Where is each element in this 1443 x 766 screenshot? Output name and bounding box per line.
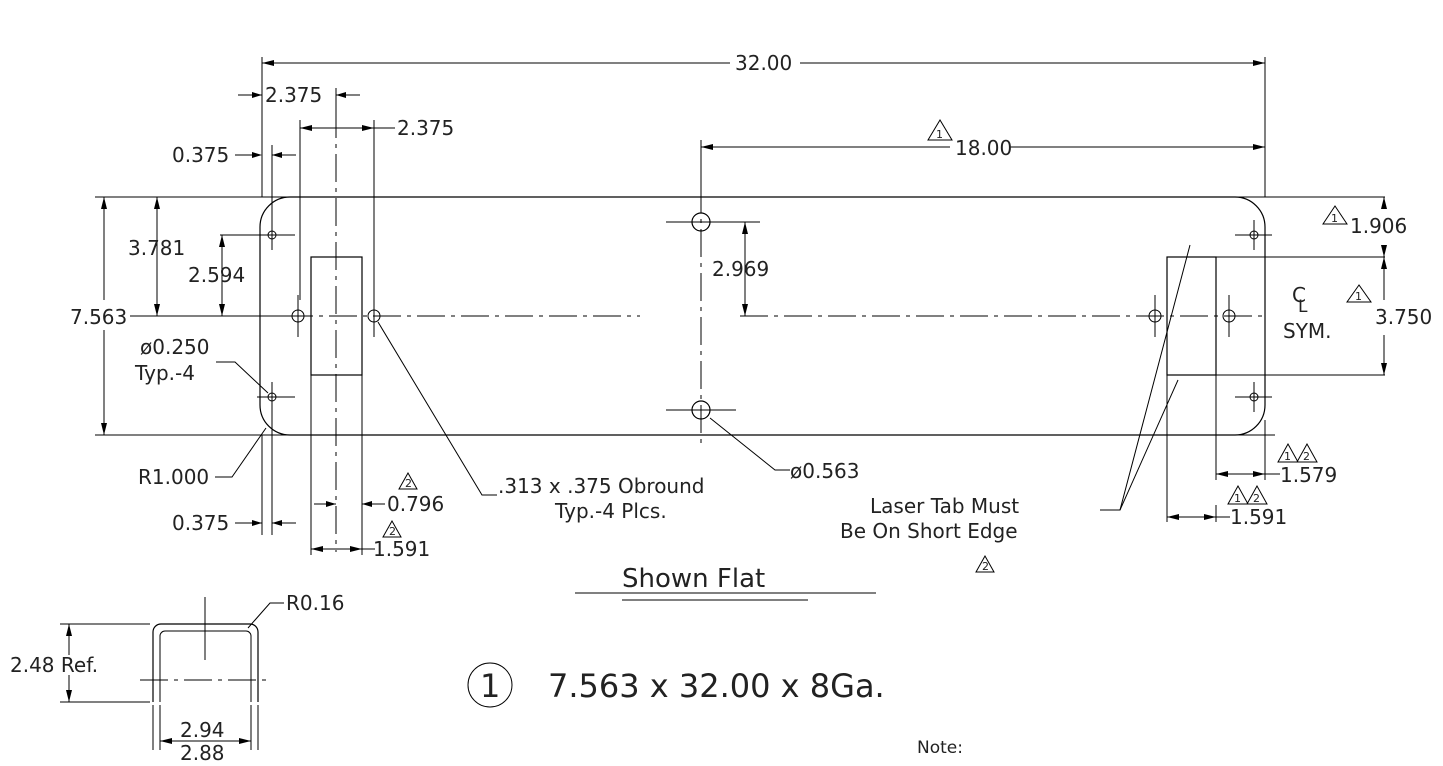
dim-hole-spacing: 2.375 — [397, 116, 454, 140]
part-description: 7.563 x 32.00 x 8Ga. — [548, 667, 885, 705]
dim-center-hole-spacing: 2.969 — [712, 257, 769, 281]
dim-slot-width: 0.796 — [387, 492, 444, 516]
dim-right-offset-2: 1.591 — [1230, 505, 1287, 529]
rev-triangle-laser: 2 — [975, 554, 995, 573]
slots — [310, 256, 1385, 376]
svg-text:2: 2 — [1303, 450, 1310, 463]
laser-note-line-1: Laser Tab Must — [870, 494, 1019, 518]
dim-slot-height: 2.594 — [188, 263, 245, 287]
dim-right-offset-1: 1.579 — [1280, 463, 1337, 487]
rev-triangle-1906: 1 — [1322, 205, 1348, 225]
svg-text:1: 1 — [1284, 450, 1291, 463]
svg-text:2: 2 — [389, 525, 396, 538]
svg-text:C: C — [1292, 283, 1306, 307]
section-inner-width: 2.88 — [180, 741, 225, 765]
dim-hole-qty: Typ.-4 — [134, 361, 195, 385]
svg-text:2: 2 — [982, 560, 989, 573]
obround-qty: Typ.-4 Plcs. — [554, 499, 667, 523]
dim-slot-offset: 1.591 — [373, 537, 430, 561]
dimension-labels: 32.00 2.375 2.375 0.375 18.00 3.781 2.59… — [70, 51, 1432, 561]
dim-overall-width: 7.563 — [70, 305, 127, 329]
section-view: 2.94 2.88 2.48 Ref. R0.16 — [10, 591, 344, 765]
dim-center-offset: 18.00 — [955, 136, 1012, 160]
note-label: Note: — [917, 738, 963, 758]
rev-triangle-1579: 1 2 — [1277, 442, 1318, 463]
svg-text:1: 1 — [1355, 290, 1362, 303]
dimension-lines — [101, 57, 1387, 555]
dim-right-slot-height: 3.750 — [1375, 305, 1432, 329]
dim-center-hole-dia: ø0.563 — [790, 459, 860, 483]
svg-text:Shown Flat: Shown Flat — [622, 564, 765, 594]
dim-top-hole-height: 3.781 — [128, 236, 185, 260]
svg-text:SYM.: SYM. — [1283, 319, 1332, 343]
obround-callout: .313 x .375 Obround — [498, 474, 704, 498]
dim-overall-length: 32.00 — [735, 51, 792, 75]
dim-corner-radius: R1.000 — [138, 465, 209, 489]
centerline-symbol: C L SYM. — [1283, 283, 1332, 343]
section-height: 2.48 Ref. — [10, 653, 98, 677]
dim-right-edge-offset: 1.906 — [1350, 214, 1407, 238]
view-title: Shown Flat — [575, 564, 876, 601]
dim-edge-offset-top: 0.375 — [172, 143, 229, 167]
svg-text:2: 2 — [1253, 492, 1260, 505]
part-item-number: 1 — [480, 667, 500, 705]
plate-outline — [95, 196, 1385, 436]
dim-hole-dia: ø0.250 — [140, 335, 210, 359]
svg-text:1: 1 — [1234, 492, 1241, 505]
svg-text:1: 1 — [1331, 212, 1338, 225]
svg-text:2: 2 — [405, 477, 412, 490]
rev-triangle-1591-right: 1 2 — [1227, 484, 1268, 505]
section-radius: R0.16 — [286, 591, 344, 615]
svg-text:1: 1 — [936, 128, 943, 141]
rev-triangle-3750: 1 — [1346, 284, 1372, 303]
revision-triangles: 1 1 1 2 2 1 2 1 2 — [382, 119, 1372, 573]
section-outer-width: 2.94 — [180, 718, 225, 742]
dim-edge-offset-bottom: 0.375 — [172, 511, 229, 535]
dim-end-hole-offset: 2.375 — [265, 83, 322, 107]
rev-triangle-1591-left: 2 — [382, 519, 402, 538]
rev-triangle-0796: 2 — [398, 471, 418, 490]
part-label: 1 7.563 x 32.00 x 8Ga. — [467, 662, 885, 708]
rev-triangle-18: 1 — [927, 119, 953, 141]
svg-text:L: L — [1298, 297, 1308, 317]
leaders — [215, 244, 1191, 629]
holes — [257, 212, 1272, 420]
centerlines — [285, 110, 1265, 552]
laser-note-line-2: Be On Short Edge — [840, 519, 1018, 543]
